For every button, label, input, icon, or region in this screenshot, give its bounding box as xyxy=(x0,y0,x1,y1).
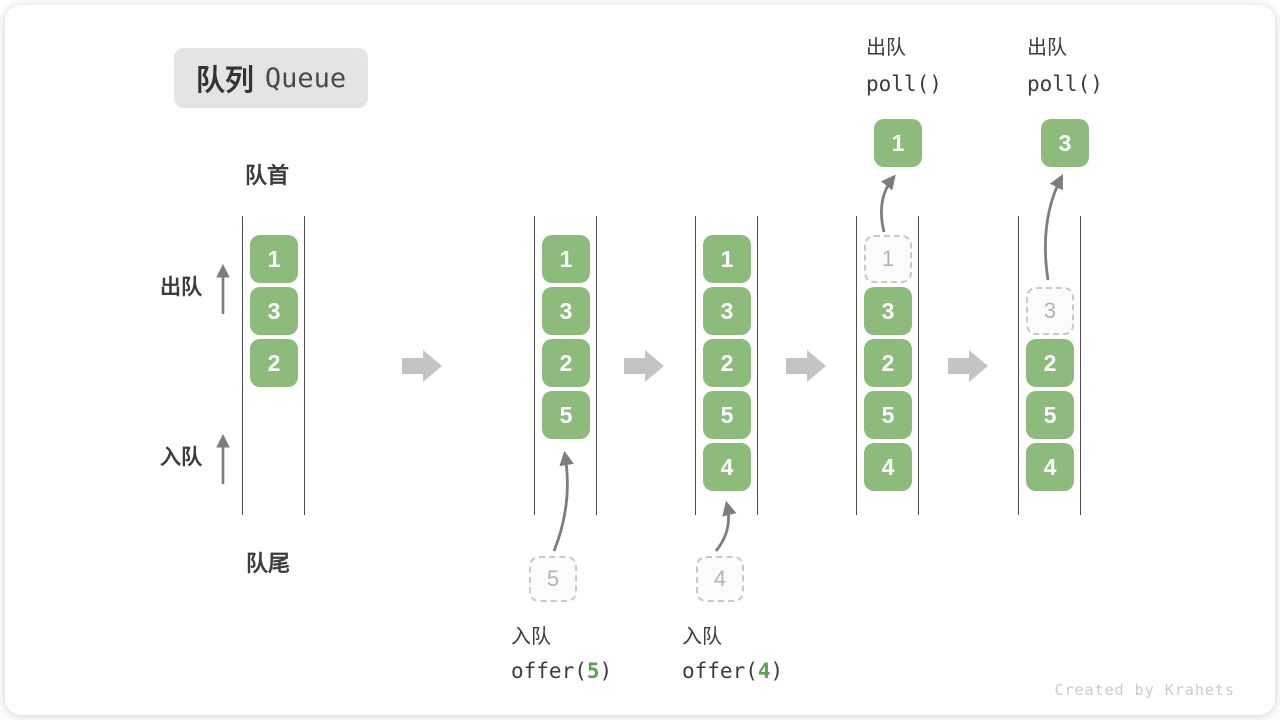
incoming-cell: 5 xyxy=(529,556,577,602)
queue-cell: 5 xyxy=(703,391,751,439)
label-queue-front: 队首 xyxy=(245,163,290,188)
op-offer-4-name: 入队 xyxy=(682,626,722,648)
queue-cell: 4 xyxy=(1026,443,1074,491)
flow-arrow-icon xyxy=(402,350,442,382)
op-offer-5-arg: 5 xyxy=(586,659,600,683)
label-enqueue: 入队 xyxy=(160,446,202,469)
op-poll-2: 出队 poll() xyxy=(1027,38,1103,95)
queue-cell: 3 xyxy=(864,287,912,335)
queue-cell: 3 xyxy=(703,287,751,335)
op-offer-4: 入队 offer(4) xyxy=(682,627,783,682)
queue-cell: 5 xyxy=(864,391,912,439)
title-badge: 队列 Queue xyxy=(174,48,368,108)
queue-cell: 2 xyxy=(1026,339,1074,387)
op-offer-4-code: offer(4) xyxy=(682,659,784,683)
flow-arrow-icon xyxy=(624,350,664,382)
title-en: Queue xyxy=(264,62,347,94)
queue-column-3: 1 3 2 5 4 xyxy=(695,216,758,515)
queue-cell: 3 xyxy=(250,287,298,335)
op-poll-1-name: 出队 xyxy=(866,37,906,59)
title-zh: 队列 xyxy=(195,65,254,97)
diagram-card: 队列 Queue 队首 队尾 出队 入队 出队 poll() 出队 poll()… xyxy=(5,5,1275,715)
arrow-layer xyxy=(216,174,1063,552)
queue-column-5: 3 2 5 4 xyxy=(1018,216,1081,515)
queue-cell: 2 xyxy=(864,339,912,387)
queue-cell: 1 xyxy=(542,235,590,283)
queue-cell: 4 xyxy=(864,443,912,491)
label-queue-rear: 队尾 xyxy=(246,551,291,576)
flow-arrow-icon xyxy=(948,350,988,382)
polled-cell: 3 xyxy=(1041,119,1089,167)
op-poll-1: 出队 poll() xyxy=(866,38,942,95)
ghost-cell: 1 xyxy=(864,235,912,283)
op-poll-2-name: 出队 xyxy=(1027,37,1067,59)
ghost-cell: 3 xyxy=(1026,287,1074,335)
op-poll-2-code: poll() xyxy=(1027,72,1103,96)
queue-cell: 2 xyxy=(250,339,298,387)
queue-cell: 4 xyxy=(703,443,751,491)
queue-cell: 2 xyxy=(542,339,590,387)
queue-cell: 2 xyxy=(703,339,751,387)
queue-cell: 1 xyxy=(703,235,751,283)
flow-arrow-icon xyxy=(786,350,826,382)
watermark: Created by Krahets xyxy=(1054,681,1235,699)
incoming-cell: 4 xyxy=(696,556,744,602)
op-offer-5-name: 入队 xyxy=(511,626,551,648)
label-dequeue: 出队 xyxy=(160,276,202,299)
op-poll-1-code: poll() xyxy=(866,72,942,96)
queue-cell: 5 xyxy=(542,391,590,439)
queue-column-4: 1 3 2 5 4 xyxy=(856,216,919,515)
op-offer-5-code: offer(5) xyxy=(511,659,613,683)
polled-cell: 1 xyxy=(874,119,922,167)
queue-cell: 1 xyxy=(250,235,298,283)
op-offer-4-arg: 4 xyxy=(757,659,771,683)
queue-cell: 3 xyxy=(542,287,590,335)
op-offer-5: 入队 offer(5) xyxy=(511,627,612,682)
queue-cell: 5 xyxy=(1026,391,1074,439)
queue-column-1: 1 3 2 xyxy=(242,216,305,515)
queue-column-2: 1 3 2 5 xyxy=(534,216,597,515)
